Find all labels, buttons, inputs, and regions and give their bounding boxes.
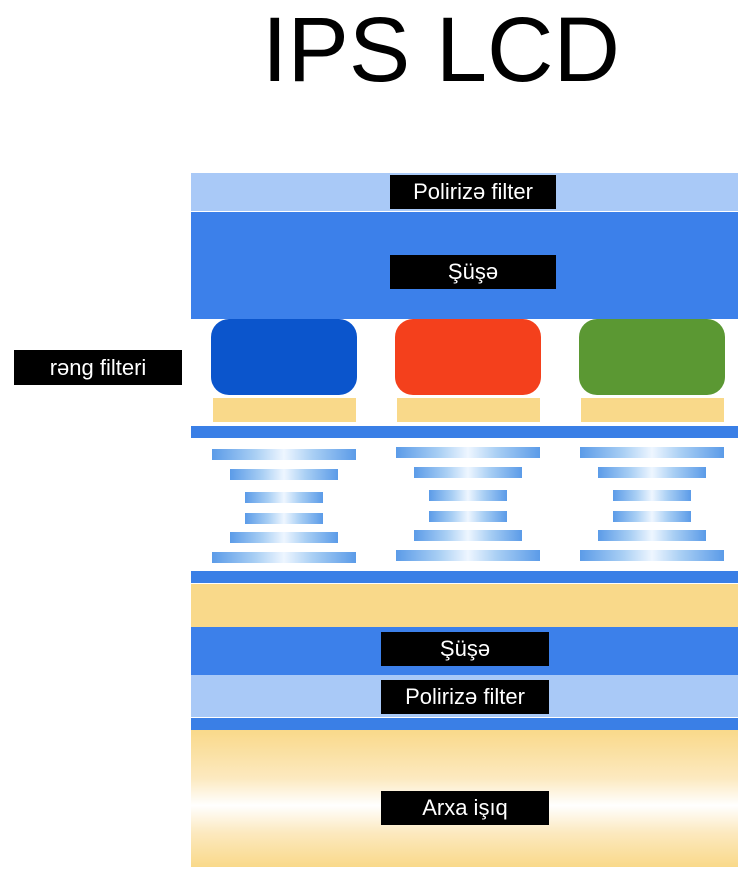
backlight-top-line: [191, 718, 738, 730]
color-filter-base-2: [397, 398, 540, 422]
color-filter-label: rəng filteri: [14, 350, 182, 385]
color-filter-base-3: [581, 398, 724, 422]
color-filter-green: [579, 319, 725, 395]
color-filter-base-1: [213, 398, 356, 422]
top-polarizer-label: Polirizə filter: [390, 175, 556, 209]
bottom-electrode-line: [191, 571, 738, 583]
tft-layer: [191, 584, 738, 627]
backlight-label: Arxa işıq: [381, 791, 549, 825]
color-filter-blue: [211, 319, 357, 395]
top-glass-label: Şüşə: [390, 255, 556, 289]
bottom-polarizer-label: Polirizə filter: [381, 680, 549, 714]
bottom-glass-label: Şüşə: [381, 632, 549, 666]
color-filter-red: [395, 319, 541, 395]
top-electrode-line: [191, 426, 738, 438]
diagram-title: IPS LCD: [262, 0, 620, 101]
